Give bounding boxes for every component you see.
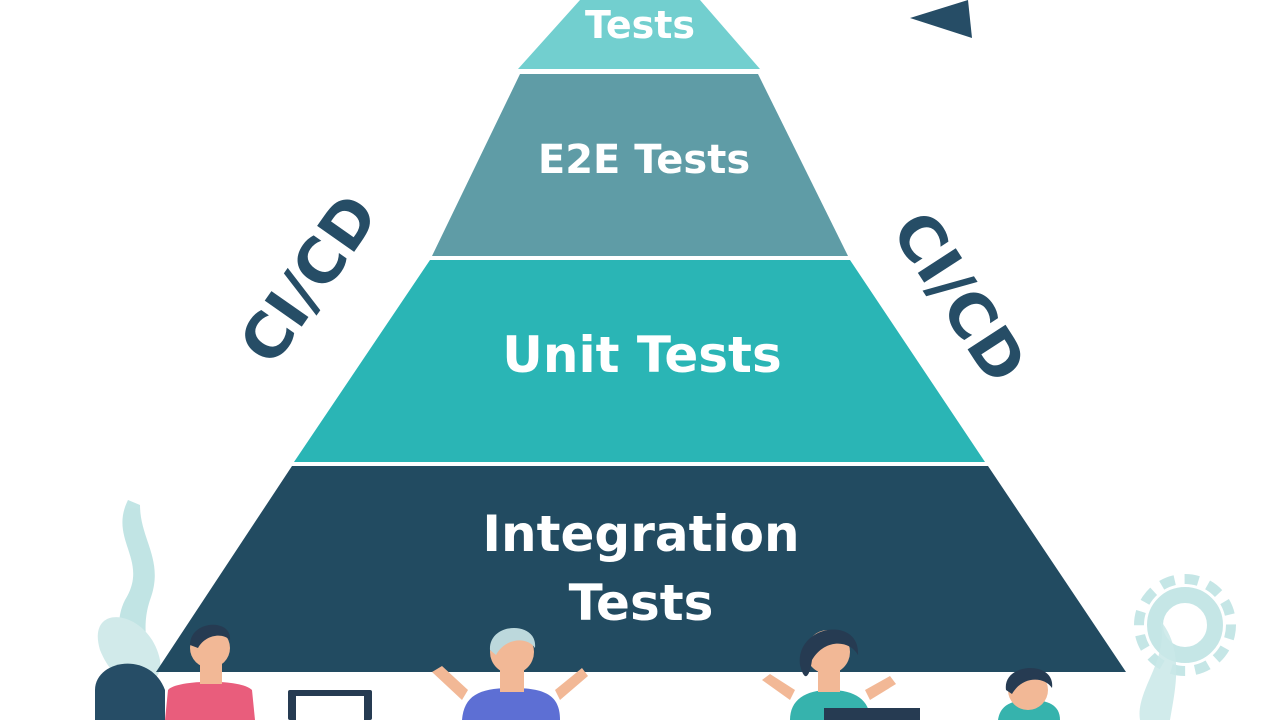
tier-integration-label-line2: Tests xyxy=(569,574,714,632)
tier-integration-label-line1: Integration xyxy=(482,505,799,563)
tier-e2e-label: E2E Tests xyxy=(538,137,750,183)
tier-unit-shape xyxy=(294,260,985,462)
tier-top-shape xyxy=(518,0,760,69)
tier-e2e-shape xyxy=(432,74,848,256)
person-left-illustration xyxy=(95,624,372,720)
gear-icon xyxy=(1134,574,1236,676)
tier-integration-shape xyxy=(156,466,1126,672)
person-far-right-illustration xyxy=(998,667,1060,720)
plant-decoration-left xyxy=(97,500,161,685)
cicd-label-left: CI/CD xyxy=(225,181,393,377)
person-center-illustration xyxy=(432,627,588,720)
tier-top-label: Tests xyxy=(585,3,695,47)
person-right-illustration xyxy=(762,629,920,720)
tier-unit-label: Unit Tests xyxy=(502,326,781,384)
plant-decoration-right xyxy=(1139,620,1177,720)
arrow-icon xyxy=(910,0,972,38)
